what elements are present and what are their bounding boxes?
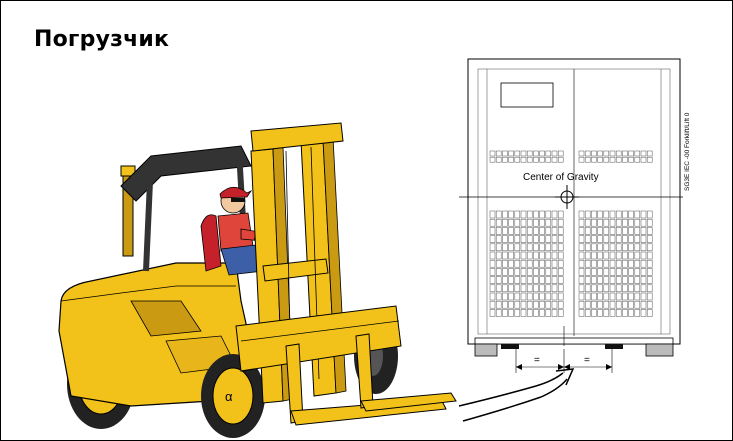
dimension-mark-left: = (534, 355, 540, 366)
center-of-gravity-label: Center of Gravity (523, 172, 599, 183)
dimension-mark-right: = (584, 355, 590, 366)
cabinet-side-code: SG3E IEC -00 Forklift/Lift 0 (684, 112, 691, 191)
svg-text:α: α (225, 389, 233, 404)
direction-arrow (459, 369, 573, 421)
cabinet-display-panel (501, 83, 553, 107)
cabinet: Center of Gravity SG3E IEC -00 Forklift/… (459, 59, 691, 356)
cabinet-foot-right (646, 344, 673, 356)
dimension-lines: = = (516, 349, 612, 373)
cabinet-foot-left (475, 344, 497, 356)
